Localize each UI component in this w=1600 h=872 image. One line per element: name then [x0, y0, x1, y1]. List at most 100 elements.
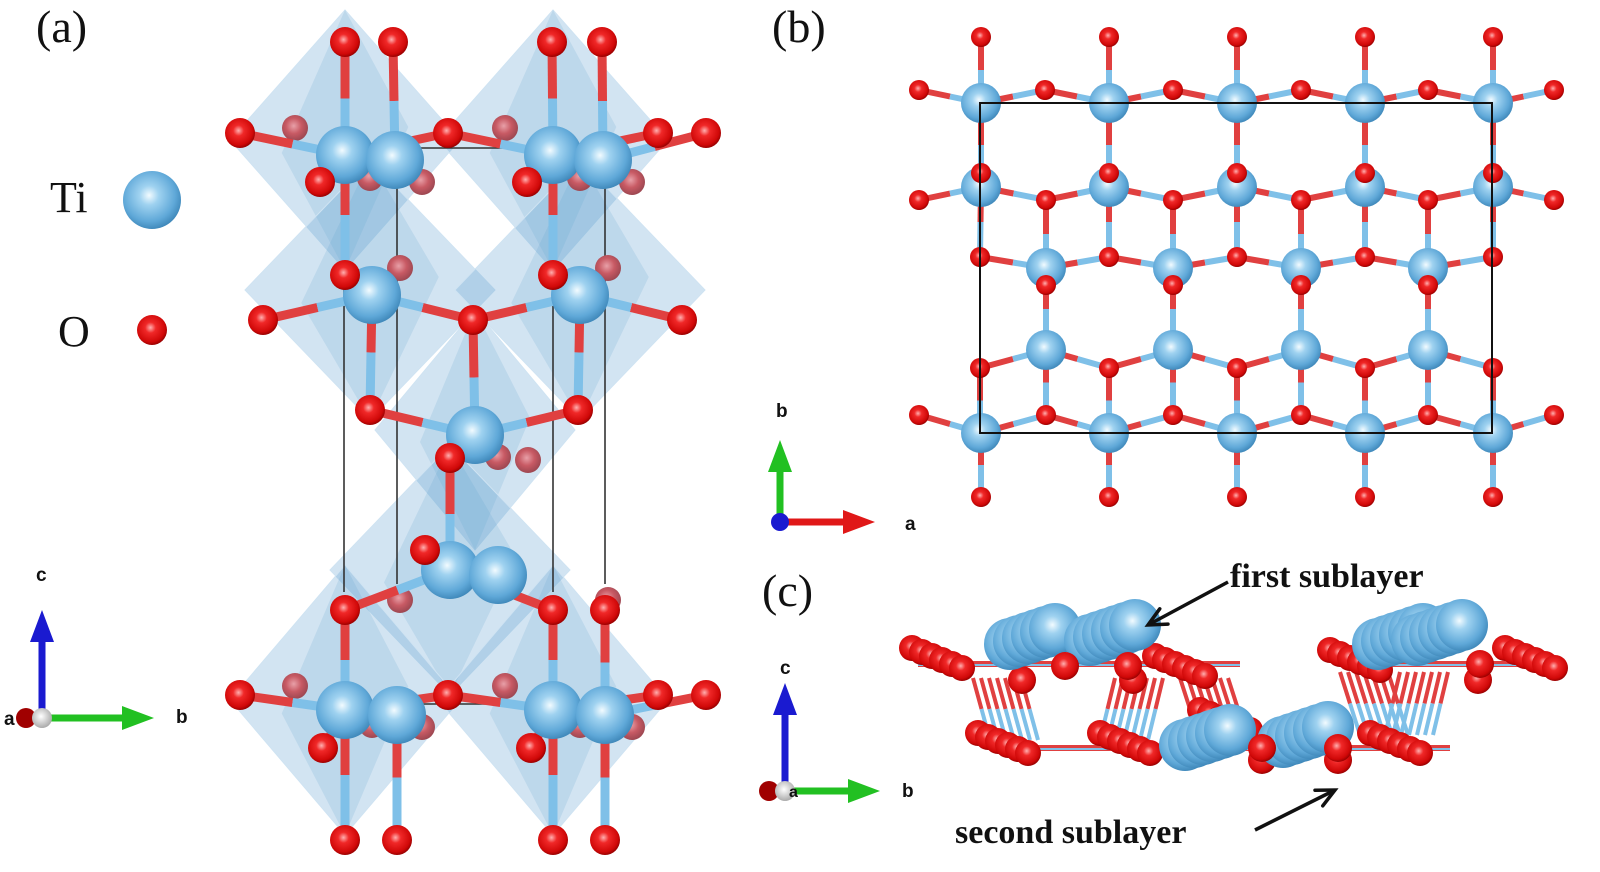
o-atom [248, 305, 278, 335]
bond [1138, 708, 1150, 741]
bond [987, 677, 1000, 710]
o-atom [909, 80, 929, 100]
bond [1399, 703, 1411, 736]
o-atom [1035, 80, 1055, 100]
axis-c-out-label: a [789, 784, 798, 801]
o-atom [691, 118, 721, 148]
o-atom [137, 315, 167, 345]
axis-c-dot-icon [771, 513, 789, 531]
ti-atom [1281, 330, 1321, 370]
o-atom [1466, 650, 1494, 678]
o-atom [1542, 655, 1568, 681]
o-atom [1483, 27, 1503, 47]
o-atom [667, 305, 697, 335]
o-atom [1099, 358, 1119, 378]
o-atom [595, 255, 621, 281]
o-atom [1008, 666, 1036, 694]
axis-arrowhead-icon [843, 510, 875, 534]
bond [1178, 677, 1192, 710]
ti-atom [1153, 248, 1193, 288]
ti-atom [524, 681, 582, 739]
o-atom [1051, 652, 1079, 680]
bond [979, 677, 992, 710]
axis-arrowhead-icon [773, 683, 797, 715]
bond [1226, 677, 1240, 710]
axis-arrowhead-icon [122, 706, 154, 730]
o-atom [1227, 487, 1247, 507]
legend-label-ti: Ti [50, 173, 88, 222]
panel-c-side-view [899, 599, 1568, 774]
o-atom [225, 118, 255, 148]
o-atom [1544, 405, 1564, 425]
o-atom [282, 115, 308, 141]
o-atom [1355, 247, 1375, 267]
ti-atom [1217, 167, 1257, 207]
o-atom [1227, 247, 1247, 267]
o-atom [225, 680, 255, 710]
o-atom [1192, 663, 1218, 689]
o-atom [382, 825, 412, 855]
bond [1406, 671, 1418, 704]
bond [1390, 671, 1402, 704]
axis-b-arrow [776, 470, 784, 522]
ti-atom [1345, 167, 1385, 207]
ti-atom [1109, 599, 1161, 651]
bond [1338, 671, 1352, 705]
bond [1153, 677, 1165, 710]
o-atom [330, 595, 360, 625]
o-atom [537, 27, 567, 57]
ti-atom [123, 171, 181, 229]
o-atom [1099, 163, 1119, 183]
ti-atom [1026, 330, 1066, 370]
o-atom [305, 167, 335, 197]
bond [1431, 703, 1443, 736]
panel-a-o-atoms [225, 27, 721, 855]
axis-b-right-label: a [905, 514, 916, 535]
o-atom [1355, 358, 1375, 378]
o-atom [516, 733, 546, 763]
axis-a-arrow [780, 518, 845, 526]
bond [1145, 677, 1157, 710]
o-atom [1099, 247, 1119, 267]
o-atom [433, 118, 463, 148]
o-atom [1418, 405, 1438, 425]
ti-atom [1408, 330, 1448, 370]
panel-label-a: (a) [36, 1, 88, 52]
axis-a-dot-icon [16, 708, 36, 728]
ti-atom [1089, 167, 1129, 207]
o-atom [1324, 734, 1352, 762]
o-atom [563, 395, 593, 425]
bond [1414, 671, 1426, 704]
o-atom [433, 680, 463, 710]
o-atom [515, 447, 541, 473]
axis-c-right-label: b [902, 781, 914, 802]
panel-label-c: (c) [762, 565, 814, 616]
o-atom [308, 733, 338, 763]
o-atom [330, 27, 360, 57]
o-atom [909, 405, 929, 425]
o-atom [971, 27, 991, 47]
axis-a-up-label: c [36, 565, 47, 586]
axis-b-arrow [42, 714, 124, 722]
axis-c-arrow [38, 640, 46, 718]
ti-atom [1026, 248, 1066, 288]
o-atom [1036, 190, 1056, 210]
bond [1407, 703, 1419, 736]
o-atom [538, 595, 568, 625]
annotation-arrow [1254, 788, 1336, 832]
axis-c-arrow [781, 713, 789, 791]
annotation-first-sublayer: first sublayer [1230, 558, 1424, 595]
axis-arrowhead-icon [768, 440, 792, 472]
o-atom [1407, 740, 1433, 766]
o-atom [1355, 487, 1375, 507]
o-atom [1544, 190, 1564, 210]
o-atom [1137, 740, 1163, 766]
bond [1019, 708, 1032, 741]
bond [1105, 677, 1117, 710]
o-atom [909, 190, 929, 210]
o-atom [1418, 80, 1438, 100]
o-atom [538, 260, 568, 290]
annotation-second-sublayer: second sublayer [955, 814, 1187, 851]
o-atom [1291, 190, 1311, 210]
